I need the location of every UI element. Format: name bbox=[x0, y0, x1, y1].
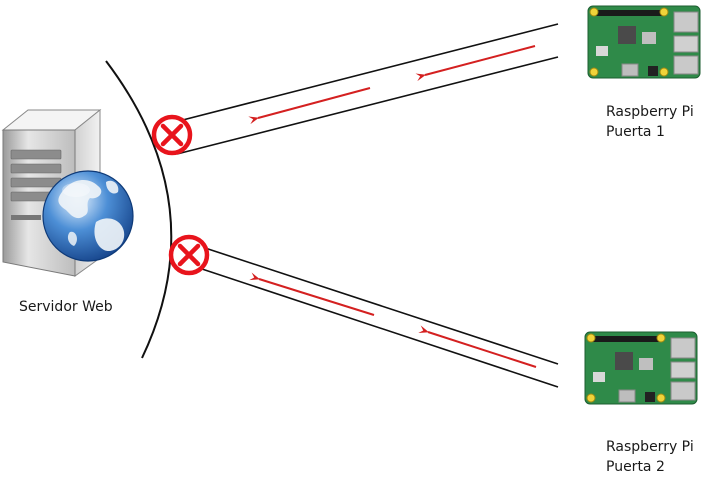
device-2-label-name: Raspberry Pi bbox=[606, 439, 694, 455]
web-server-globe-icon bbox=[1, 108, 134, 277]
data-flow-arrow bbox=[415, 45, 536, 82]
blocked-x-circle-icon bbox=[151, 114, 193, 156]
raspberry-pi-board-icon bbox=[584, 331, 698, 405]
data-flow-arrow bbox=[248, 87, 371, 125]
device-1-label-door: Puerta 1 bbox=[606, 124, 665, 140]
server-label: Servidor Web bbox=[19, 299, 113, 315]
connection-tunnel-1 bbox=[170, 23, 559, 155]
raspberry-pi-board-icon bbox=[587, 5, 701, 79]
data-flow-arrow bbox=[418, 325, 537, 368]
data-flow-arrow bbox=[249, 272, 375, 316]
device-1-label-name: Raspberry Pi bbox=[606, 104, 694, 120]
device-2-label-door: Puerta 2 bbox=[606, 459, 665, 475]
blocked-x-circle-icon bbox=[168, 234, 210, 276]
network-boundary-arc bbox=[105, 60, 173, 359]
connection-tunnel-2 bbox=[198, 245, 559, 388]
